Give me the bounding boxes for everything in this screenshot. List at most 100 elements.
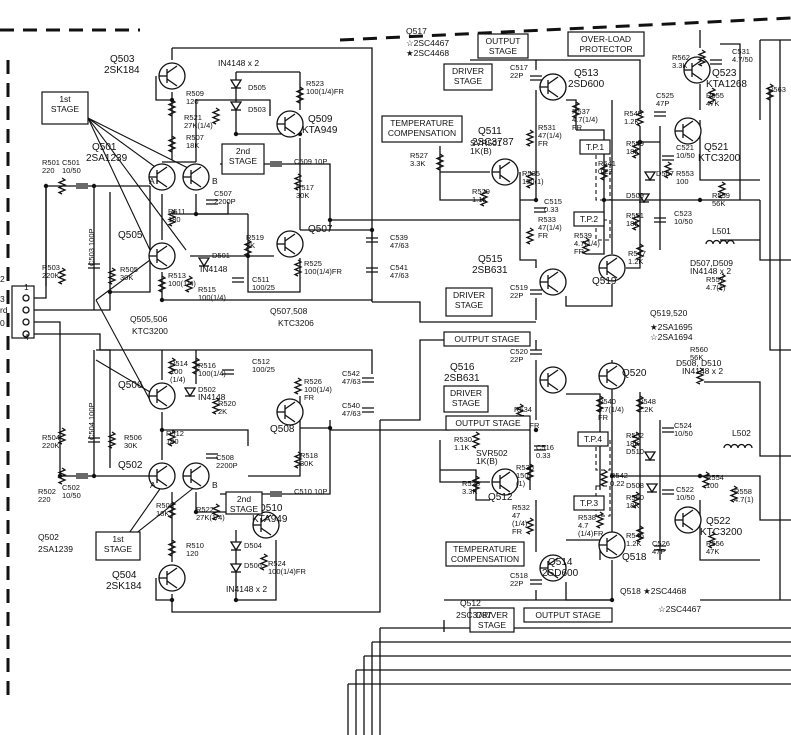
resistor-symbol — [211, 397, 221, 415]
capacitor-plates — [654, 217, 666, 223]
inductor-coil — [705, 239, 735, 245]
capacitor-plates — [654, 111, 666, 117]
resistor — [525, 463, 535, 481]
transistor-q503 — [158, 62, 186, 90]
resistor-symbol — [635, 109, 645, 127]
resistor-label: 18K — [186, 141, 199, 150]
transistor-emitter — [499, 174, 511, 183]
capacitor-label: 47P — [656, 99, 669, 108]
transistor-ref: Q512 — [488, 492, 513, 503]
transistor-collector — [606, 534, 618, 543]
resistor-label: R530 — [454, 435, 472, 444]
resistor-label: (1/4) — [170, 375, 186, 384]
capacitor-label: C525 — [656, 91, 674, 100]
diode — [645, 483, 659, 494]
capacitor-plates — [530, 75, 542, 81]
capacitor-label: 22P — [510, 355, 523, 364]
component-layer — [57, 49, 775, 592]
resistor-label: (1/4)FR — [578, 529, 604, 538]
stage-box-frame — [573, 495, 605, 511]
resistor — [631, 141, 641, 159]
resistor — [635, 525, 645, 543]
stage-box-text: STAGE — [489, 46, 518, 56]
transistor-collector — [499, 471, 511, 480]
resistor — [631, 213, 641, 231]
annotation: 1K(B) — [470, 146, 492, 156]
transistor-part: KTA1268 — [706, 79, 747, 90]
capacitor-plates — [366, 267, 378, 273]
resistor-symbol — [57, 177, 67, 195]
resistor-symbol — [293, 173, 303, 191]
annotation: 2SA1239 — [38, 544, 73, 554]
resistor — [471, 431, 481, 449]
resistor — [479, 189, 489, 207]
stage-box-text: OUTPUT STAGE — [455, 418, 521, 428]
capacitor-plates — [662, 489, 674, 495]
resistor-label: 18K — [626, 219, 639, 228]
resistor-label: R512 — [166, 429, 184, 438]
capacitor-label: 47/63 — [342, 409, 361, 418]
transistor-collector — [547, 369, 559, 378]
stage-box-text: 2nd — [237, 494, 251, 504]
resistor-label: R560 — [690, 345, 708, 354]
transistor-emitter — [547, 570, 559, 579]
stage-box-frame — [579, 139, 611, 155]
resistor — [697, 49, 707, 67]
annotation: A — [149, 176, 155, 186]
transistor-q520 — [598, 362, 626, 390]
stage-box-text: T.P.3 — [580, 498, 599, 508]
resistor-symbol — [479, 189, 489, 207]
resistor-symbol — [635, 243, 645, 261]
transistor-q501b — [182, 163, 210, 191]
capacitor-label: C524 — [674, 421, 692, 430]
resistor-label: 100(1/4)FR — [268, 567, 307, 576]
resistor-symbol — [631, 141, 641, 159]
resistor-symbol — [435, 153, 445, 171]
resistor-symbol — [599, 469, 609, 487]
capacitor-label: C541 — [390, 263, 408, 272]
resistor-symbol — [211, 503, 221, 521]
transistor-ref: Q516 — [450, 362, 475, 373]
transistor-collector — [547, 271, 559, 280]
diode-triangle — [183, 387, 197, 398]
resistor-label: R515 — [198, 285, 216, 294]
resistor-label: R557 — [706, 275, 724, 284]
transistor-ref: Q501 — [92, 142, 117, 153]
transistor-ref: Q522 — [706, 516, 731, 527]
capacitor — [206, 199, 218, 205]
resistor-label: R502 — [38, 487, 56, 496]
resistor-label: R540 — [598, 397, 616, 406]
capacitor-plates — [270, 161, 282, 167]
resistor-symbol — [525, 517, 535, 535]
diode-label: D503 — [248, 105, 266, 114]
capacitor-label: C501 — [62, 158, 80, 167]
stage-box-frame — [221, 143, 265, 175]
capacitor-label: 2200P — [214, 197, 236, 206]
resistor — [243, 239, 253, 257]
resistor-label: FR — [538, 139, 549, 148]
capacitor-plates — [222, 369, 234, 375]
stage-box-frame — [95, 531, 141, 561]
resistor-symbol — [167, 209, 177, 227]
resistor — [295, 86, 305, 104]
capacitor-plates — [530, 289, 542, 295]
resistor — [595, 511, 605, 529]
resistor-symbol — [57, 267, 67, 285]
resistor-symbol — [184, 275, 194, 293]
diode-triangle — [643, 171, 657, 182]
resistor-label: 120 — [186, 97, 199, 106]
resistor — [525, 171, 535, 189]
transistor-q507 — [276, 230, 304, 258]
transistor-ref: Q523 — [712, 68, 737, 79]
diode — [229, 541, 243, 552]
capacitor-plates — [76, 183, 88, 189]
resistor-label: 18K — [626, 501, 639, 510]
stage-box-text: DRIVER — [452, 66, 484, 76]
resistor-label: R548 — [638, 397, 656, 406]
resistor — [707, 531, 717, 549]
annotation: IN4148 — [198, 392, 226, 402]
annotation: Q505,506 — [130, 314, 168, 324]
resistor — [525, 129, 535, 147]
